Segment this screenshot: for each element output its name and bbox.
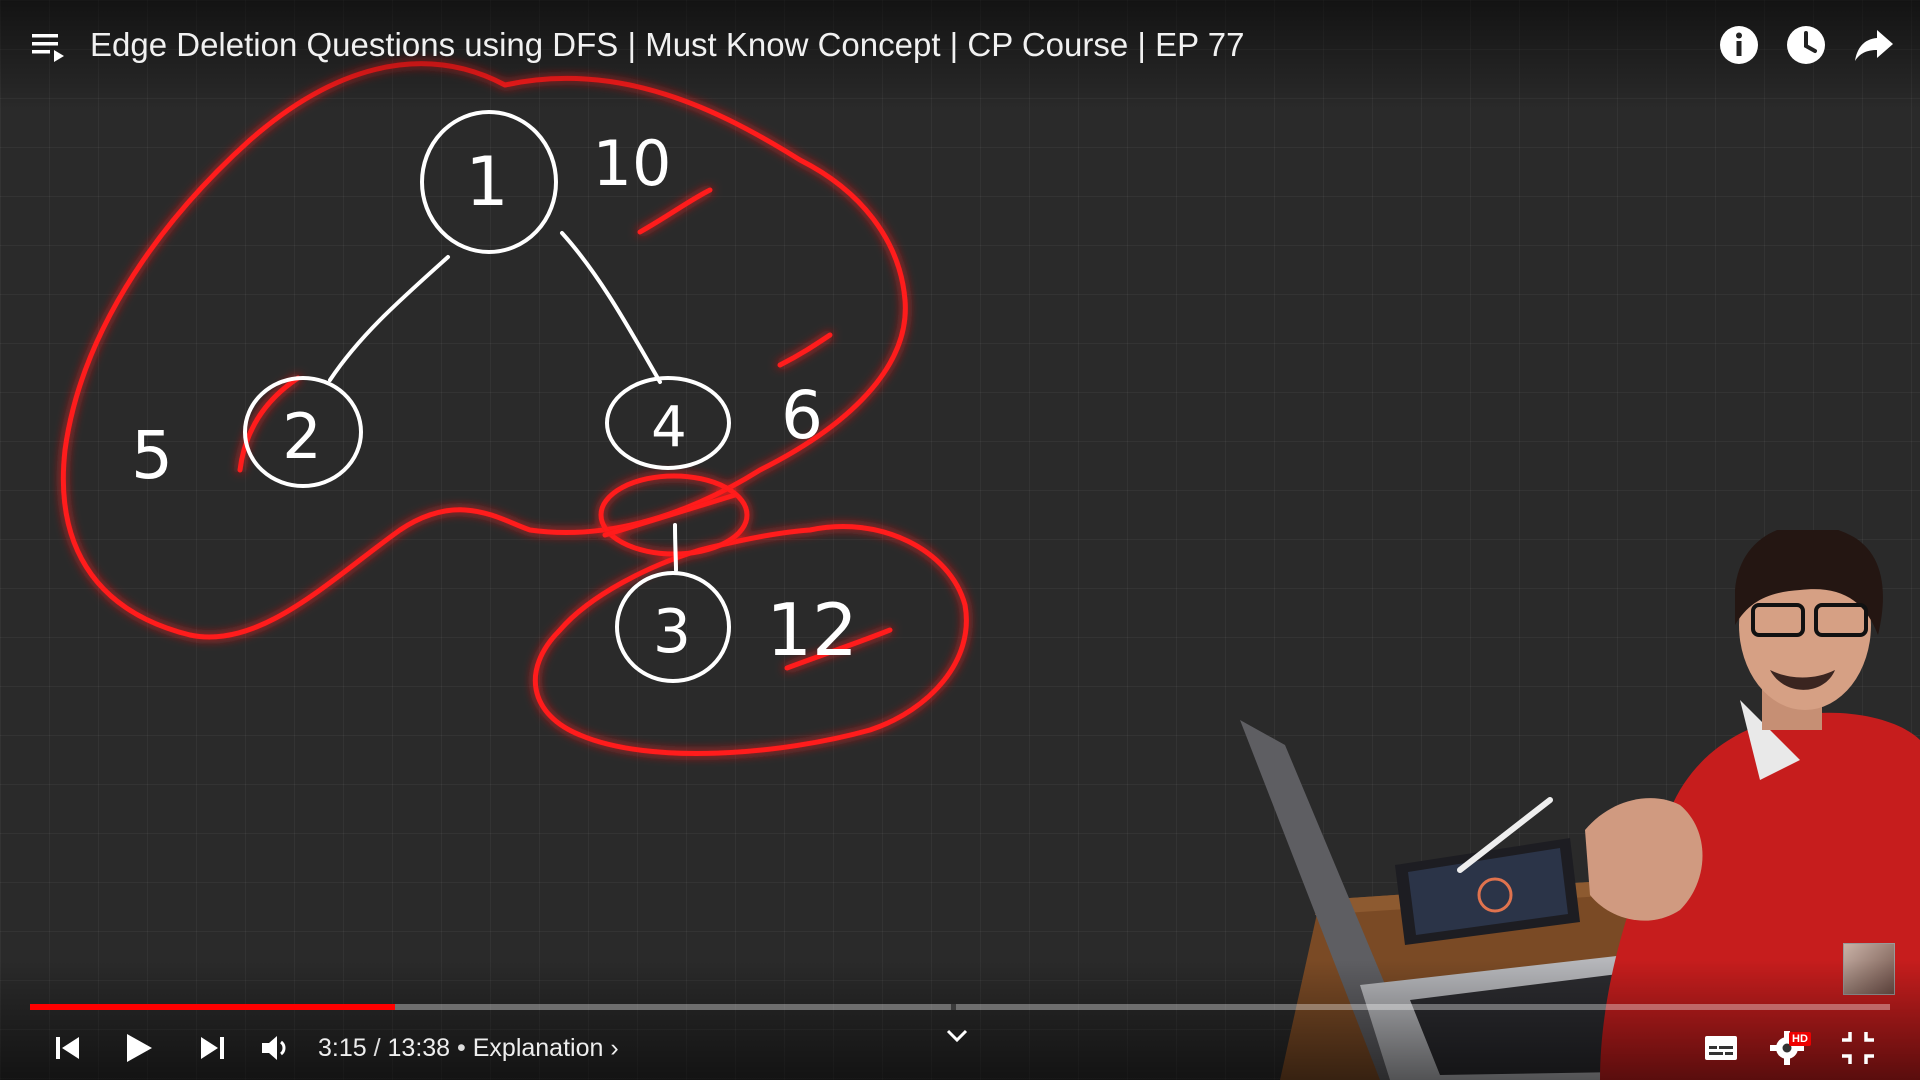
node-label: 4 bbox=[651, 395, 687, 460]
chapter-chevron-icon[interactable]: › bbox=[610, 1034, 619, 1062]
watch-later-icon[interactable] bbox=[1783, 22, 1829, 68]
edge-1-4 bbox=[560, 231, 662, 384]
duration: 13:38 bbox=[387, 1034, 451, 1062]
volume-icon[interactable] bbox=[256, 1028, 296, 1068]
value-6-underline bbox=[777, 332, 833, 368]
next-icon[interactable] bbox=[192, 1028, 232, 1068]
value-10-underline bbox=[637, 187, 713, 235]
red-annotations bbox=[60, 61, 969, 756]
chapter-separator: • bbox=[450, 1034, 473, 1062]
progress-bar[interactable] bbox=[30, 1004, 1890, 1010]
deleted-edge-slash bbox=[602, 492, 738, 538]
progress-track bbox=[30, 1004, 1890, 1010]
tablet bbox=[1395, 838, 1580, 945]
quality-badge: HD bbox=[1789, 1032, 1811, 1046]
exit-fullscreen-icon[interactable] bbox=[1838, 1028, 1878, 1068]
value-12-underline bbox=[784, 627, 893, 671]
controls-gradient bbox=[0, 960, 1920, 1080]
playlist-icon[interactable] bbox=[30, 28, 68, 66]
time-separator: / bbox=[366, 1034, 388, 1062]
chevron-down-icon[interactable] bbox=[940, 1022, 974, 1050]
play-icon[interactable] bbox=[118, 1028, 158, 1068]
node-label: 3 bbox=[653, 597, 691, 667]
node-label: 1 bbox=[465, 143, 508, 222]
current-time: 3:15 bbox=[318, 1034, 367, 1062]
progress-played bbox=[30, 1004, 395, 1010]
node-value: 12 bbox=[766, 588, 858, 672]
share-icon[interactable] bbox=[1851, 22, 1897, 68]
info-icon[interactable] bbox=[1716, 22, 1762, 68]
big-component-outline bbox=[60, 61, 908, 640]
player-controls: 3:15 / 13:38 • Explanation › HD bbox=[0, 1018, 1920, 1076]
edge-1-2 bbox=[328, 255, 450, 382]
node-value: 10 bbox=[593, 127, 672, 200]
node-3-circle bbox=[615, 571, 731, 683]
node-2-circle bbox=[243, 376, 363, 488]
edge-4-3 bbox=[673, 523, 678, 572]
top-bar: Edge Deletion Questions using DFS | Must… bbox=[0, 0, 1920, 110]
node-2-marker bbox=[237, 375, 301, 473]
node-value: 5 bbox=[131, 417, 173, 494]
chapter-marker bbox=[951, 1004, 956, 1010]
node-value: 6 bbox=[781, 377, 823, 454]
previous-icon[interactable] bbox=[48, 1028, 88, 1068]
video-title[interactable]: Edge Deletion Questions using DFS | Must… bbox=[90, 26, 1245, 63]
graph-labels: 1 2 4 3 10 5 6 12 bbox=[131, 127, 858, 672]
node-4-circle bbox=[605, 376, 731, 470]
chapter-title[interactable]: Explanation bbox=[472, 1034, 604, 1062]
node-label: 2 bbox=[282, 400, 321, 473]
subtitles-icon[interactable] bbox=[1701, 1028, 1741, 1068]
graph bbox=[243, 110, 731, 683]
time-display: 3:15 / 13:38 • Explanation › bbox=[318, 1032, 619, 1064]
node-1-circle bbox=[420, 110, 558, 254]
small-component-outline bbox=[532, 524, 969, 756]
